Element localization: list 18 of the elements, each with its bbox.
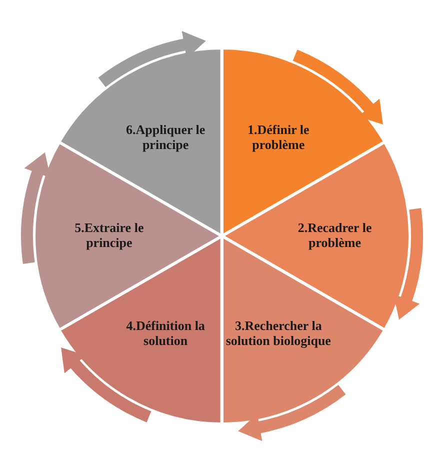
pie-sector bbox=[222, 236, 385, 424]
curved-arrow bbox=[60, 348, 152, 422]
pie-sector bbox=[222, 48, 385, 236]
curved-arrow bbox=[21, 152, 52, 264]
curved-arrow bbox=[392, 208, 423, 320]
curved-arrow bbox=[98, 31, 206, 88]
pie-sector bbox=[34, 142, 222, 330]
sector-label: 5.Extraire le principe bbox=[74, 220, 145, 250]
sector-label: 1.Définir le problème bbox=[246, 122, 310, 152]
sector-label: 6.Appliquer le principe bbox=[124, 122, 206, 152]
pie-sector bbox=[222, 142, 410, 330]
curved-arrow bbox=[292, 50, 384, 124]
pie-sector bbox=[59, 236, 222, 424]
sector-label: 4.Définition la solution bbox=[125, 318, 206, 348]
curved-arrow bbox=[238, 384, 346, 441]
pie-sector bbox=[59, 48, 222, 236]
sector-label: 3.Rechercher la solution biologique bbox=[224, 318, 332, 348]
sector-label: 2.Recadrer le problème bbox=[296, 220, 373, 250]
